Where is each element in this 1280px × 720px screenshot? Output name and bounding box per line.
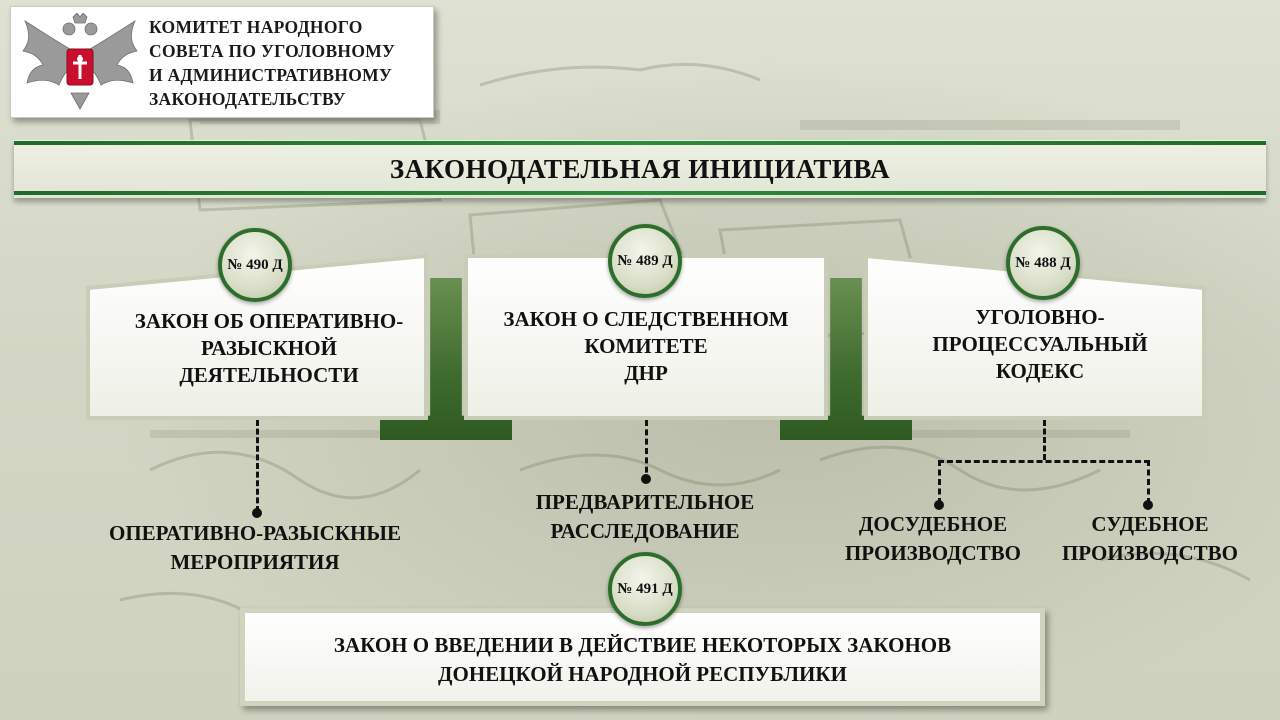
law-box-488 [864,253,1206,420]
law-489-number-badge: № 489 Д [608,224,682,298]
committee-header: КОМИТЕТ НАРОДНОГО СОВЕТА ПО УГОЛОВНОМУ И… [10,6,434,118]
outcome-operative-measures: ОПЕРАТИВНО-РАЗЫСКНЫЕ МЕРОПРИЯТИЯ [109,521,401,574]
title-bottom-rule [14,191,1266,195]
law-490-number-badge: № 490 Д [218,228,292,302]
connector-488-branch [938,460,1150,463]
connector-488-right [1147,460,1150,504]
connector-490-dot [252,508,262,518]
law-box-490 [86,253,428,420]
connector-489-dot [641,474,651,484]
outcome-pretrial-proceedings: ДОСУДЕБНОЕ ПРОИЗВОДСТВО [844,512,1022,565]
outcome-preliminary-investigation: ПРЕДВАРИТЕЛЬНОЕ РАССЛЕДОВАНИЕ [535,490,755,543]
law-491-title: ЗАКОН О ВВЕДЕНИИ В ДЕЙСТВИЕ НЕКОТОРЫХ ЗА… [333,633,952,686]
title-banner: ЗАКОНОДАТЕЛЬНАЯ ИНИЦИАТИВА [14,140,1266,198]
page-title: ЗАКОНОДАТЕЛЬНАЯ ИНИЦИАТИВА [389,154,891,184]
connector-488-left [938,460,941,504]
connector-490-outcome [256,420,259,512]
law-488-title: УГОЛОВНО- ПРОЦЕССУАЛЬНЫЙ КОДЕКС [932,305,1148,383]
outcome-trial-proceedings: СУДЕБНОЕ ПРОИЗВОДСТВО [1061,512,1239,565]
law-box-489 [464,254,828,420]
dnr-coat-of-arms-icon [22,13,138,110]
law-488-number-badge: № 488 Д [1006,226,1080,300]
connector-488-trunk [1043,420,1046,460]
connector-488-right-dot [1143,500,1153,510]
committee-name: КОМИТЕТ НАРОДНОГО СОВЕТА ПО УГОЛОВНОМУ И… [149,17,396,109]
law-489-title: ЗАКОН О СЛЕДСТВЕННОМ КОМИТЕТЕ ДНР [503,307,789,385]
connector-488-left-dot [934,500,944,510]
title-top-rule [14,141,1266,145]
law-491-number-badge: № 491 Д [608,552,682,626]
connector-489-outcome [645,420,648,482]
law-490-title: ЗАКОН ОБ ОПЕРАТИВНО- РАЗЫСКНОЙ ДЕЯТЕЛЬНО… [134,309,404,387]
